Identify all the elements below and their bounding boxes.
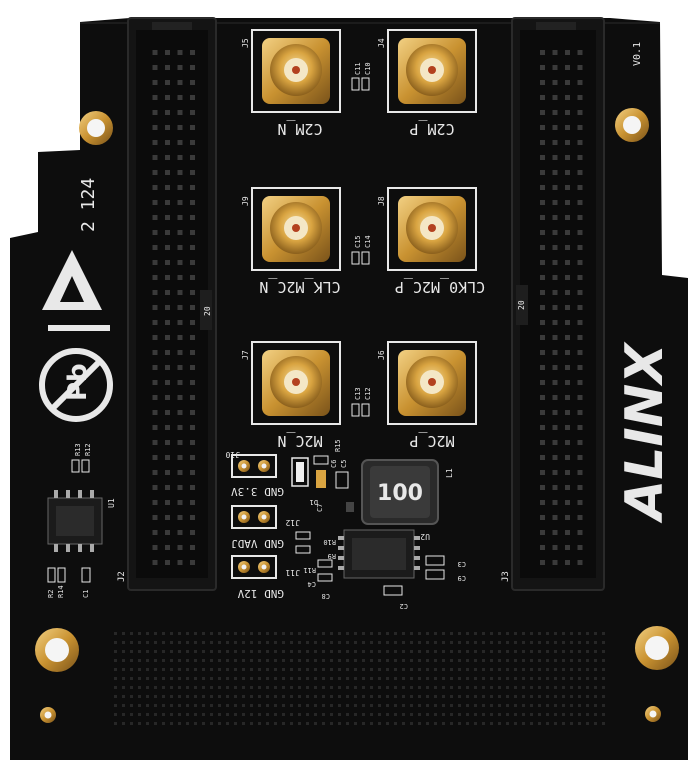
resistor-pair-r13-r12 <box>71 459 90 473</box>
sma-j5 <box>251 29 341 113</box>
sma-j4 <box>387 29 477 113</box>
ic-u2 <box>338 529 420 579</box>
cap-c10-label: C10 <box>364 62 372 75</box>
ic-u1 <box>47 490 103 552</box>
svg-text:Pb: Pb <box>63 363 93 401</box>
header-j3-ref: J3 <box>501 571 511 582</box>
cap-c2-label: C2 <box>400 602 408 610</box>
inductor-marking: 100 <box>377 481 423 506</box>
sma-j9 <box>251 187 341 271</box>
sma-j7 <box>251 341 341 425</box>
jumper-j12-ref: J12 <box>285 518 300 527</box>
jumper-j11-label: GND 12V <box>237 587 284 600</box>
jumper-j10-ref: J10 <box>225 450 240 459</box>
inductor-l1-ref: L1 <box>445 468 454 478</box>
sma-j8-label: CLK0_M2C_P <box>395 278 485 296</box>
cap-c8-label: C8 <box>322 592 330 600</box>
batch-number: 2 124 <box>78 178 99 232</box>
sma-j7-ref: J7 <box>241 350 250 360</box>
sma-j4-ref: J4 <box>377 38 386 48</box>
jumper-j12-label: GND VADJ <box>231 537 284 550</box>
led-d1 <box>291 457 309 487</box>
lead-free-icon: Pb <box>39 348 113 422</box>
led-d1-ref: D1 <box>310 498 318 506</box>
jumper-j10[interactable] <box>231 454 277 478</box>
resistor-r14-label: R14 <box>57 585 65 598</box>
sma-j4-label: C2M_P <box>409 120 454 138</box>
passives-bottom-left <box>47 567 91 583</box>
jumper-j11[interactable] <box>231 555 277 579</box>
resistor-r15-label: R15 <box>334 439 342 452</box>
cap-c12-label: C12 <box>364 387 372 400</box>
resistor-r11-label: R11 <box>303 566 316 574</box>
cap-c3-label: C3 <box>458 560 466 568</box>
sma-j5-ref: J5 <box>241 38 250 48</box>
header-j2-pin-label: 20 <box>203 306 212 316</box>
brand-logo: ALINX <box>615 341 675 524</box>
mounting-hole-bottom-left <box>35 628 79 672</box>
sma-j6-label: M2C_P <box>409 432 454 450</box>
sma-j6 <box>387 341 477 425</box>
jumper-j10-label: GND 3.3V <box>231 485 284 498</box>
cap-c4-label: C4 <box>308 580 316 588</box>
passives-cluster-r10 <box>295 531 333 582</box>
resistor-r9-label: R9 <box>328 552 336 560</box>
cap-c7-label: C7 <box>316 504 324 512</box>
resistor-r2-label: R2 <box>47 590 55 598</box>
cap-pair-3 <box>351 403 370 417</box>
cap-pair-2 <box>351 251 370 265</box>
fmc-pad-field <box>110 628 610 728</box>
sma-j8-ref: J8 <box>377 196 386 206</box>
mounting-hole-bottom-right <box>635 626 679 670</box>
resistor-r10-label: R10 <box>323 538 336 546</box>
cap-pair-1 <box>351 77 370 91</box>
header-j2 <box>127 17 217 591</box>
cap-c11-label: C11 <box>354 62 362 75</box>
ic-u1-ref: U1 <box>107 498 116 508</box>
sma-j7-label: M2C_N <box>277 432 322 450</box>
board-version: V0.1 <box>632 42 643 66</box>
ic-u2-ref: U2 <box>420 532 430 541</box>
esd-warning-icon <box>42 250 110 331</box>
cap-c1-label: C1 <box>82 590 90 598</box>
passives-near-u2 <box>383 555 445 596</box>
jumper-j11-ref: J11 <box>285 568 300 577</box>
cap-c15-label: C15 <box>354 235 362 248</box>
header-j3-pin-label: 20 <box>517 300 526 310</box>
resistor-r13-label: R13 <box>74 443 82 456</box>
cap-c5-label: C5 <box>340 460 348 468</box>
header-j2-ref: J2 <box>117 571 127 582</box>
sma-j6-ref: J6 <box>377 350 386 360</box>
header-j3 <box>511 17 605 591</box>
resistor-r12-label: R12 <box>84 443 92 456</box>
sma-j8 <box>387 187 477 271</box>
mounting-hole-left <box>79 111 113 145</box>
passives-near-inductor <box>313 455 354 512</box>
cap-c13-label: C13 <box>354 387 362 400</box>
cap-c14-label: C14 <box>364 235 372 248</box>
sma-j9-label: CLK_M2C_N <box>259 278 340 296</box>
jumper-j12[interactable] <box>231 505 277 529</box>
cap-c9-label: C9 <box>458 574 466 582</box>
inductor-l1 <box>361 459 439 525</box>
sma-j9-ref: J9 <box>241 196 250 206</box>
sma-j5-label: C2M_N <box>277 120 322 138</box>
mounting-hole-right <box>615 108 649 142</box>
cap-c6-label: C6 <box>330 460 338 468</box>
